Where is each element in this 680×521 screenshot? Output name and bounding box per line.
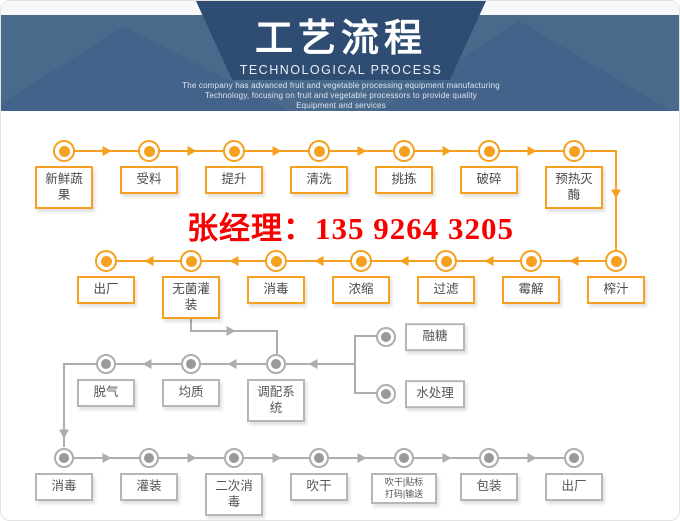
description-line: Equipment and services: [296, 101, 386, 110]
arrow-right-icon: [187, 146, 197, 156]
step-label: 新鲜蔬果: [35, 166, 93, 210]
step-label: 受料: [120, 166, 178, 194]
arrow-left-icon: [399, 256, 409, 266]
step-circle-icon: [308, 140, 330, 162]
arrow-left-icon: [484, 256, 494, 266]
connector-line: [64, 150, 617, 152]
arrow-left-icon: [308, 359, 318, 369]
connector-line: [63, 363, 65, 447]
arrow-right-icon: [442, 453, 452, 463]
step-label: 预热灭酶: [545, 166, 603, 210]
step-label: 过滤: [417, 276, 475, 304]
step-label: 灌装: [120, 473, 178, 501]
step-circle-icon: [223, 140, 245, 162]
arrow-down-icon: [59, 429, 69, 439]
arrow-right-icon: [272, 453, 282, 463]
step-circle-icon: [224, 448, 244, 468]
arrow-right-icon: [357, 453, 367, 463]
step-circle-icon: [520, 250, 542, 272]
arrow-left-icon: [314, 256, 324, 266]
step-circle-icon: [479, 448, 499, 468]
connector-line: [276, 330, 278, 354]
arrow-right-icon: [527, 453, 537, 463]
arrow-down-icon: [611, 189, 621, 199]
arrow-right-icon: [442, 146, 452, 156]
step-circle-icon: [95, 250, 117, 272]
arrow-left-icon: [142, 359, 152, 369]
step-label: 无菌灌装: [162, 276, 220, 320]
arrow-left-icon: [229, 256, 239, 266]
step-circle-icon: [478, 140, 500, 162]
step-circle-icon: [53, 140, 75, 162]
step-circle-icon: [393, 140, 415, 162]
arrow-right-icon: [102, 146, 112, 156]
arrow-left-icon: [569, 256, 579, 266]
arrow-left-icon: [144, 256, 154, 266]
arrow-left-icon: [227, 359, 237, 369]
step-circle-icon: [563, 140, 585, 162]
step-circle-icon: [376, 327, 396, 347]
connector-line: [615, 150, 617, 262]
page-subtitle: TECHNOLOGICAL PROCESS: [239, 63, 443, 77]
step-label: 均质: [162, 379, 220, 407]
step-label: 水处理: [405, 380, 465, 408]
company-description: The company has advanced fruit and veget…: [1, 81, 679, 111]
step-label: 吹干: [290, 473, 348, 501]
connector-line: [354, 335, 386, 337]
contact-phone: 张经理：135 9264 3205: [187, 211, 514, 246]
arrow-right-icon: [357, 146, 367, 156]
step-label: 调配系统: [247, 379, 305, 423]
step-label: 脱气: [77, 379, 135, 407]
step-label: 二次消毒: [205, 473, 263, 517]
step-label: 挑拣: [375, 166, 433, 194]
step-circle-icon: [564, 448, 584, 468]
step-label: 榨汁: [587, 276, 645, 304]
step-circle-icon: [96, 354, 116, 374]
arrow-right-icon: [527, 146, 537, 156]
arrow-right-icon: [102, 453, 112, 463]
step-circle-icon: [605, 250, 627, 272]
step-label: 消毒: [247, 276, 305, 304]
arrow-right-icon: [226, 326, 236, 336]
step-label: 出厂: [545, 473, 603, 501]
arrow-right-icon: [187, 453, 197, 463]
step-label: 浓缩: [332, 276, 390, 304]
step-circle-icon: [139, 448, 159, 468]
step-circle-icon: [265, 250, 287, 272]
step-circle-icon: [435, 250, 457, 272]
connector-line: [63, 363, 356, 365]
step-label: 融糖: [405, 323, 465, 351]
step-circle-icon: [180, 250, 202, 272]
step-label: 提升: [205, 166, 263, 194]
step-circle-icon: [350, 250, 372, 272]
step-label: 出厂: [77, 276, 135, 304]
step-label: 破碎: [460, 166, 518, 194]
step-label: 包装: [460, 473, 518, 501]
step-circle-icon: [394, 448, 414, 468]
step-label: 霉解: [502, 276, 560, 304]
step-label: 清洗: [290, 166, 348, 194]
step-circle-icon: [181, 354, 201, 374]
page-title: 工艺流程: [254, 18, 427, 60]
step-circle-icon: [138, 140, 160, 162]
step-circle-icon: [309, 448, 329, 468]
step-circle-icon: [376, 384, 396, 404]
step-circle-icon: [54, 448, 74, 468]
arrow-right-icon: [272, 146, 282, 156]
title-plate: 工艺流程 TECHNOLOGICAL PROCESS: [196, 1, 486, 80]
connector-line: [354, 392, 386, 394]
step-label: 消毒: [35, 473, 93, 501]
description-line: The company has advanced fruit and veget…: [182, 81, 500, 90]
step-label: 吹干|贴标 打码|输送: [371, 473, 437, 505]
description-line: Technology, focusing on fruit and vegeta…: [205, 91, 477, 100]
connector-line: [354, 336, 356, 394]
step-circle-icon: [266, 354, 286, 374]
